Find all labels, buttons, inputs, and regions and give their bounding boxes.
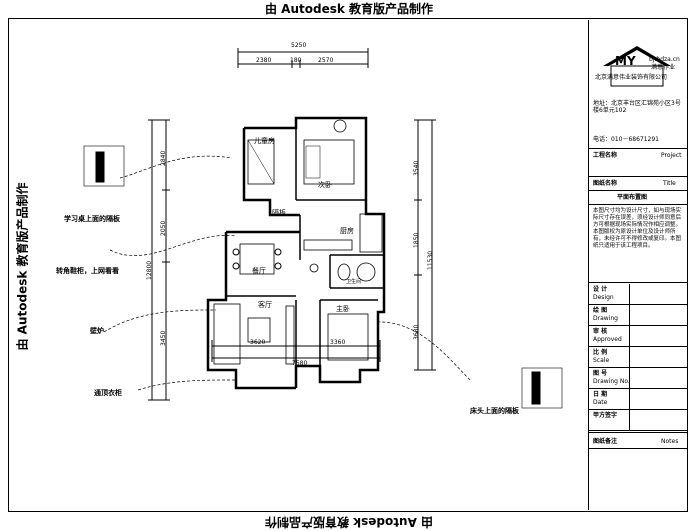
note-bedhead-partition: 床头上面的隔板 bbox=[470, 406, 519, 416]
dim-top-total: 5250 bbox=[291, 42, 306, 49]
room-kids: 儿童房 bbox=[254, 136, 275, 146]
dim-bottom-total: 7580 bbox=[292, 360, 307, 367]
signoff-label-cn: 审 核 bbox=[593, 328, 607, 335]
signoff-column-divider bbox=[629, 410, 630, 430]
signoff-label-cn: 日 期 bbox=[593, 391, 607, 398]
signoff-column-divider bbox=[629, 284, 630, 304]
signoff-label-cn: 比 例 bbox=[593, 349, 607, 356]
signoff-column-divider bbox=[629, 326, 630, 346]
dim-left-upper: 2840 bbox=[160, 151, 167, 166]
leader-cloakroom bbox=[138, 380, 236, 390]
title-label-cn: 图纸名称 bbox=[593, 180, 617, 187]
dim-left-lower: 3450 bbox=[160, 331, 167, 346]
dim-bottom-right: 3360 bbox=[330, 339, 345, 346]
bedroom-bed bbox=[304, 140, 354, 184]
remarks-label-en: Notes bbox=[661, 438, 678, 445]
dim-right-lower: 3680 bbox=[413, 325, 420, 340]
signoff-label-cn: 绘 图 bbox=[593, 307, 607, 314]
dim-bottom-left: 3620 bbox=[250, 339, 265, 346]
signoff-column-divider bbox=[629, 347, 630, 367]
company-name: 北京满意伟业装饰有限公司 bbox=[595, 74, 667, 81]
project-label-en: Project bbox=[661, 152, 682, 159]
room-kitchen: 厨房 bbox=[340, 226, 354, 236]
note-fireplace: 壁炉 bbox=[90, 326, 104, 336]
room-dining: 餐厅 bbox=[252, 266, 266, 276]
signoff-divider bbox=[589, 346, 687, 347]
dim-top-left: 2380 bbox=[256, 57, 271, 64]
signoff-label-en: Date bbox=[593, 399, 607, 406]
signoff-label-en: Scale bbox=[593, 357, 609, 364]
signoff-divider bbox=[589, 409, 687, 410]
dim-top-right: 2570 bbox=[318, 57, 333, 64]
signoff-label-cn: 图 号 bbox=[593, 370, 607, 377]
wall-right bbox=[296, 196, 384, 388]
note-corner-shoe: 转角鞋柜，上网看看 bbox=[56, 266, 119, 276]
dim-top-mid: 180 bbox=[290, 57, 301, 64]
tv-cabinet bbox=[286, 306, 294, 364]
signoff-divider bbox=[589, 304, 687, 305]
dim-right-total: 11530 bbox=[427, 251, 434, 270]
signoff-label-cn: 设 计 bbox=[593, 286, 607, 293]
room-master: 主卧 bbox=[336, 304, 350, 314]
dim-left-total: 12800 bbox=[146, 261, 153, 280]
leader-bedhead bbox=[376, 322, 470, 380]
company-phone: 电话：010－68671291 bbox=[593, 136, 659, 143]
room-partition: 隔板 bbox=[272, 208, 286, 218]
leader-fireplace bbox=[104, 310, 216, 332]
signoff-column-divider bbox=[629, 389, 630, 409]
project-label-cn: 工程名称 bbox=[593, 152, 617, 159]
note-cloakroom: 通顶衣柜 bbox=[94, 388, 122, 398]
drawing-notes: 本图尺寸均为设计尺寸，如与现场实际尺寸存在误差，须经设计师同意后方可根据现场实际… bbox=[593, 208, 683, 250]
signoff-label-en: Drawing bbox=[593, 315, 618, 322]
title-label-en: Title bbox=[663, 180, 676, 187]
title-block: MY bj.bdza.cn 满意作业 北京满意伟业装饰有限公司 地址：北京丰台区… bbox=[588, 20, 687, 510]
company-website: bj.bdza.cn bbox=[649, 56, 680, 63]
dim-left-mid: 2050 bbox=[160, 221, 167, 236]
leader-study-partition bbox=[120, 156, 232, 178]
kitchen-counter bbox=[360, 214, 382, 252]
room-living: 客厅 bbox=[258, 300, 272, 310]
dim-right-mid: 1850 bbox=[413, 233, 420, 248]
signoff-divider bbox=[589, 325, 687, 326]
company-address: 地址：北京丰台区汇锦苑小区3号楼6单元102 bbox=[593, 100, 683, 114]
leader-corner-shoe bbox=[110, 235, 236, 255]
signoff-divider bbox=[589, 430, 687, 431]
signoff-label-en: Approved bbox=[593, 336, 622, 343]
remarks-label-cn: 图纸备注 bbox=[593, 438, 617, 445]
signoff-divider bbox=[589, 367, 687, 368]
signoff-label-cn: 甲方签字 bbox=[593, 412, 617, 419]
company-logo-text: MY bbox=[615, 58, 636, 65]
company-tag: 满意作业 bbox=[651, 64, 675, 71]
master-bed bbox=[328, 314, 368, 360]
drawing-title: 平面布置图 bbox=[617, 194, 647, 201]
room-bathroom: 卫生间 bbox=[346, 278, 361, 285]
wall-left-lower bbox=[208, 232, 296, 388]
living-sofa bbox=[214, 304, 240, 364]
dim-right-upper: 3540 bbox=[413, 161, 420, 176]
signoff-label-en: Drawing No. bbox=[593, 378, 630, 385]
logo-house-icon bbox=[597, 44, 695, 94]
note-study-partition: 学习桌上面的隔板 bbox=[64, 214, 120, 224]
signoff-divider bbox=[589, 388, 687, 389]
room-bedroom: 次卧 bbox=[318, 180, 332, 190]
signoff-column-divider bbox=[629, 305, 630, 325]
signoff-label-en: Design bbox=[593, 294, 614, 301]
signoff-column-divider bbox=[629, 368, 630, 388]
